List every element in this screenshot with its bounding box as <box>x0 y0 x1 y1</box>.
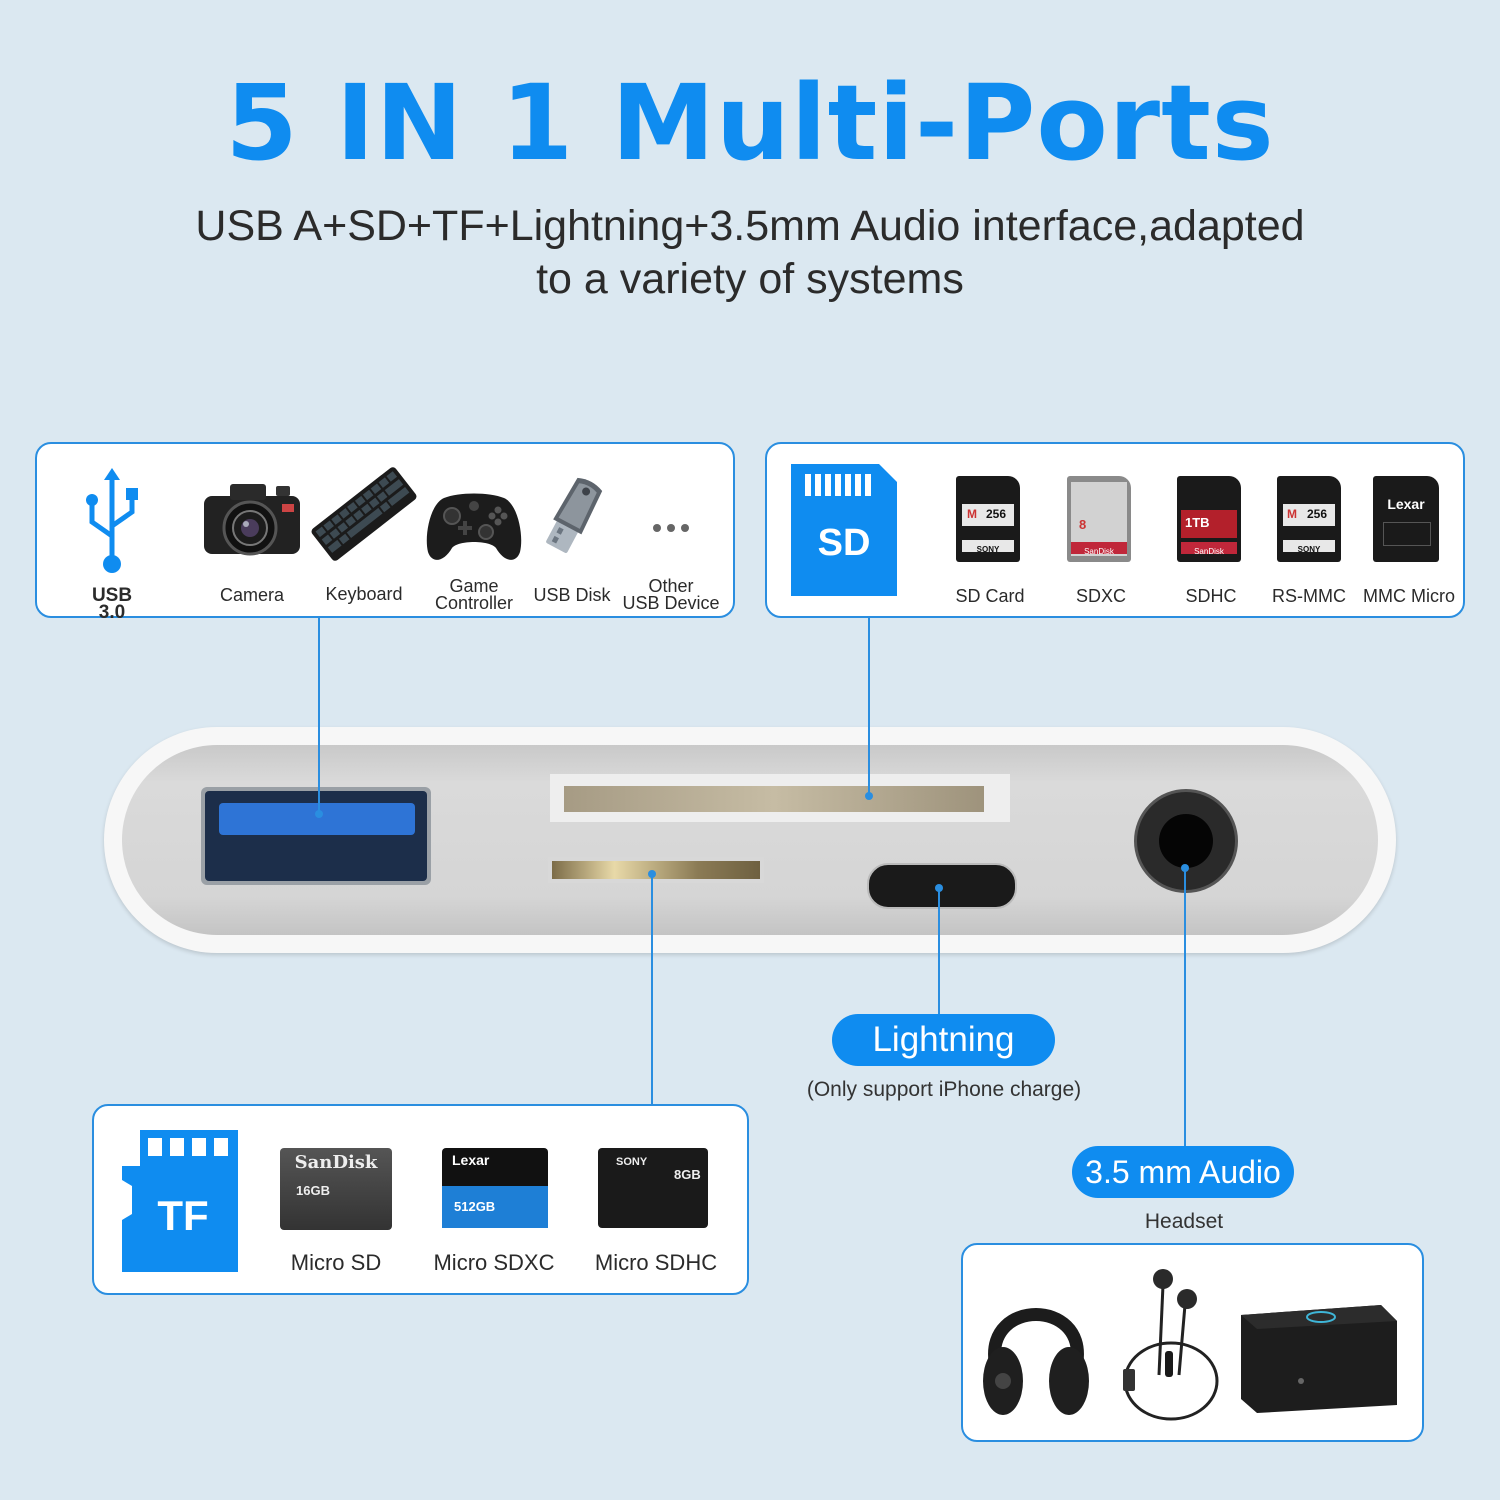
gamepad-item: Game Controller <box>421 464 527 614</box>
usb-disk-label: USB Disk <box>533 585 611 605</box>
sdxc-item: 8 SanDisk SDXC <box>1053 472 1149 606</box>
other-usb-label-line-1: Other <box>648 576 694 596</box>
usb-icon <box>86 468 138 573</box>
lightning-connector-dot <box>935 884 943 892</box>
micro-sdxc-item: Lexar 512GB Micro SDXC <box>420 1146 568 1286</box>
micro-sd-card-brand: SanDisk <box>294 1152 378 1173</box>
rs-mmc-card-image: 256 M SONY <box>1277 476 1341 562</box>
game-controller-label: Game Controller <box>421 576 527 613</box>
camera-icon <box>204 484 300 556</box>
audio-note: Headset <box>1144 1210 1224 1233</box>
sdxc-label: SDXC <box>1075 586 1126 606</box>
sd-connector-line <box>868 618 870 796</box>
mmc-micro-label: MMC Micro <box>1363 586 1455 606</box>
usb-panel: USB 3.0 Camera Keyboard <box>35 442 735 622</box>
usb-a-port <box>201 787 431 885</box>
camera-item: Camera <box>197 464 307 604</box>
speaker-icon <box>1241 1305 1397 1413</box>
keyboard-label: Keyboard <box>325 584 403 604</box>
usb-a-tongue <box>219 803 415 835</box>
micro-sdhc-card-capacity: 8GB <box>674 1167 701 1182</box>
page-subtitle: USB A+SD+TF+Lightning+3.5mm Audio interf… <box>0 200 1500 306</box>
sd-card-image: 256 M SONY <box>956 476 1020 562</box>
sd-slot <box>550 774 1010 822</box>
sd-card-item: 256 M SONY SD Card <box>942 472 1038 606</box>
tf-connector-line <box>651 872 653 1105</box>
tf-badge: TF <box>122 1130 238 1272</box>
sdxc-card-brand: SanDisk <box>1084 547 1114 556</box>
mmc-micro-card-image: Lexar <box>1373 476 1439 562</box>
subtitle-line-1: USB A+SD+TF+Lightning+3.5mm Audio interf… <box>195 202 1305 250</box>
micro-sdhc-card-brand: SONY <box>616 1156 648 1168</box>
game-controller-label-line-1: Game <box>449 576 499 596</box>
micro-sdxc-card-capacity: 512GB <box>454 1199 496 1214</box>
adapter-device <box>104 727 1396 953</box>
sd-card-capacity: 256 <box>986 507 1007 521</box>
lightning-badge: Lightning <box>832 1014 1055 1066</box>
micro-sdhc-item: SONY 8GB Micro SDHC <box>582 1146 730 1286</box>
sdhc-card-image: 1TB SanDisk <box>1177 476 1241 562</box>
audio-devices-panel <box>961 1243 1424 1442</box>
sdhc-label: SDHC <box>1185 586 1237 606</box>
audio-connector-line <box>1184 866 1186 1148</box>
other-usb-item: Other USB Device <box>619 464 723 614</box>
page-title: 5 IN 1 Multi-Ports <box>225 62 1275 184</box>
rs-mmc-label: RS-MMC <box>1272 586 1346 606</box>
usb-disk-icon <box>546 477 603 553</box>
camera-label: Camera <box>219 585 285 605</box>
usb-disk-item: USB Disk <box>527 464 617 604</box>
subtitle-line-2: to a variety of systems <box>536 255 964 303</box>
sdhc-item: 1TB SanDisk SDHC <box>1163 472 1259 606</box>
sd-card-label: SD Card <box>955 586 1025 606</box>
usb-label: USB 3.0 <box>91 585 133 623</box>
micro-sdxc-label: Micro SDXC <box>433 1250 555 1275</box>
sdhc-card-brand: SanDisk <box>1194 547 1224 556</box>
usb-connector-dot <box>315 810 323 818</box>
tf-badge-text: TF <box>157 1192 209 1239</box>
sd-badge-text: SD <box>817 522 871 564</box>
micro-sdxc-card-brand: Lexar <box>452 1152 490 1168</box>
usb-connector-line <box>318 618 320 814</box>
other-usb-label: Other USB Device <box>619 576 723 613</box>
audio-badge: 3.5 mm Audio <box>1072 1146 1294 1198</box>
earphones-icon <box>1123 1269 1219 1421</box>
tf-panel: TF SanDisk 16GB Micro SD Lexar 512GB Mic… <box>92 1104 749 1295</box>
mmc-micro-card-brand: Lexar <box>1387 496 1425 512</box>
rs-mmc-card-capacity: 256 <box>1307 507 1328 521</box>
tf-connector-dot <box>648 870 656 878</box>
audio-jack <box>1134 789 1238 893</box>
sd-panel: SD 256 M SONY SD Card 8 SanDisk SDXC 1TB… <box>765 442 1465 618</box>
sdxc-card-capacity: 8 <box>1079 517 1087 532</box>
usb-item: USB 3.0 <box>77 464 147 622</box>
sd-card-brand: SONY <box>976 545 1000 554</box>
keyboard-icon <box>311 467 417 561</box>
micro-sd-label: Micro SD <box>290 1250 382 1275</box>
lightning-connector-line <box>938 886 940 1014</box>
more-icon <box>653 524 689 532</box>
sd-badge: SD <box>791 464 897 596</box>
lightning-note: (Only support iPhone charge) <box>806 1078 1082 1101</box>
sdxc-card-image: 8 SanDisk <box>1067 476 1131 562</box>
gamepad-icon <box>426 493 522 560</box>
headphones-icon <box>983 1308 1089 1415</box>
micro-sdhc-card-image: SONY 8GB <box>598 1148 708 1228</box>
other-usb-label-line-2: USB Device <box>622 593 720 613</box>
micro-sd-item: SanDisk 16GB Micro SD <box>266 1146 406 1286</box>
mmc-micro-item: Lexar MMC Micro <box>1359 472 1459 606</box>
micro-sdxc-card-image: Lexar 512GB <box>442 1148 548 1228</box>
audio-connector-dot <box>1181 864 1189 872</box>
keyboard-item: Keyboard <box>309 464 419 604</box>
rs-mmc-item: 256 M SONY RS-MMC <box>1261 472 1357 606</box>
sd-card-icon <box>791 464 897 596</box>
tf-slot <box>548 857 764 883</box>
game-controller-label-line-2: Controller <box>434 593 514 613</box>
rs-mmc-card-brand: SONY <box>1297 545 1321 554</box>
micro-sd-card-image: SanDisk 16GB <box>280 1148 392 1230</box>
tf-card-icon <box>122 1130 238 1272</box>
micro-sd-card-capacity: 16GB <box>296 1183 330 1198</box>
micro-sdhc-label: Micro SDHC <box>594 1250 718 1275</box>
sd-connector-dot <box>865 792 873 800</box>
sdhc-card-capacity: 1TB <box>1185 515 1210 530</box>
